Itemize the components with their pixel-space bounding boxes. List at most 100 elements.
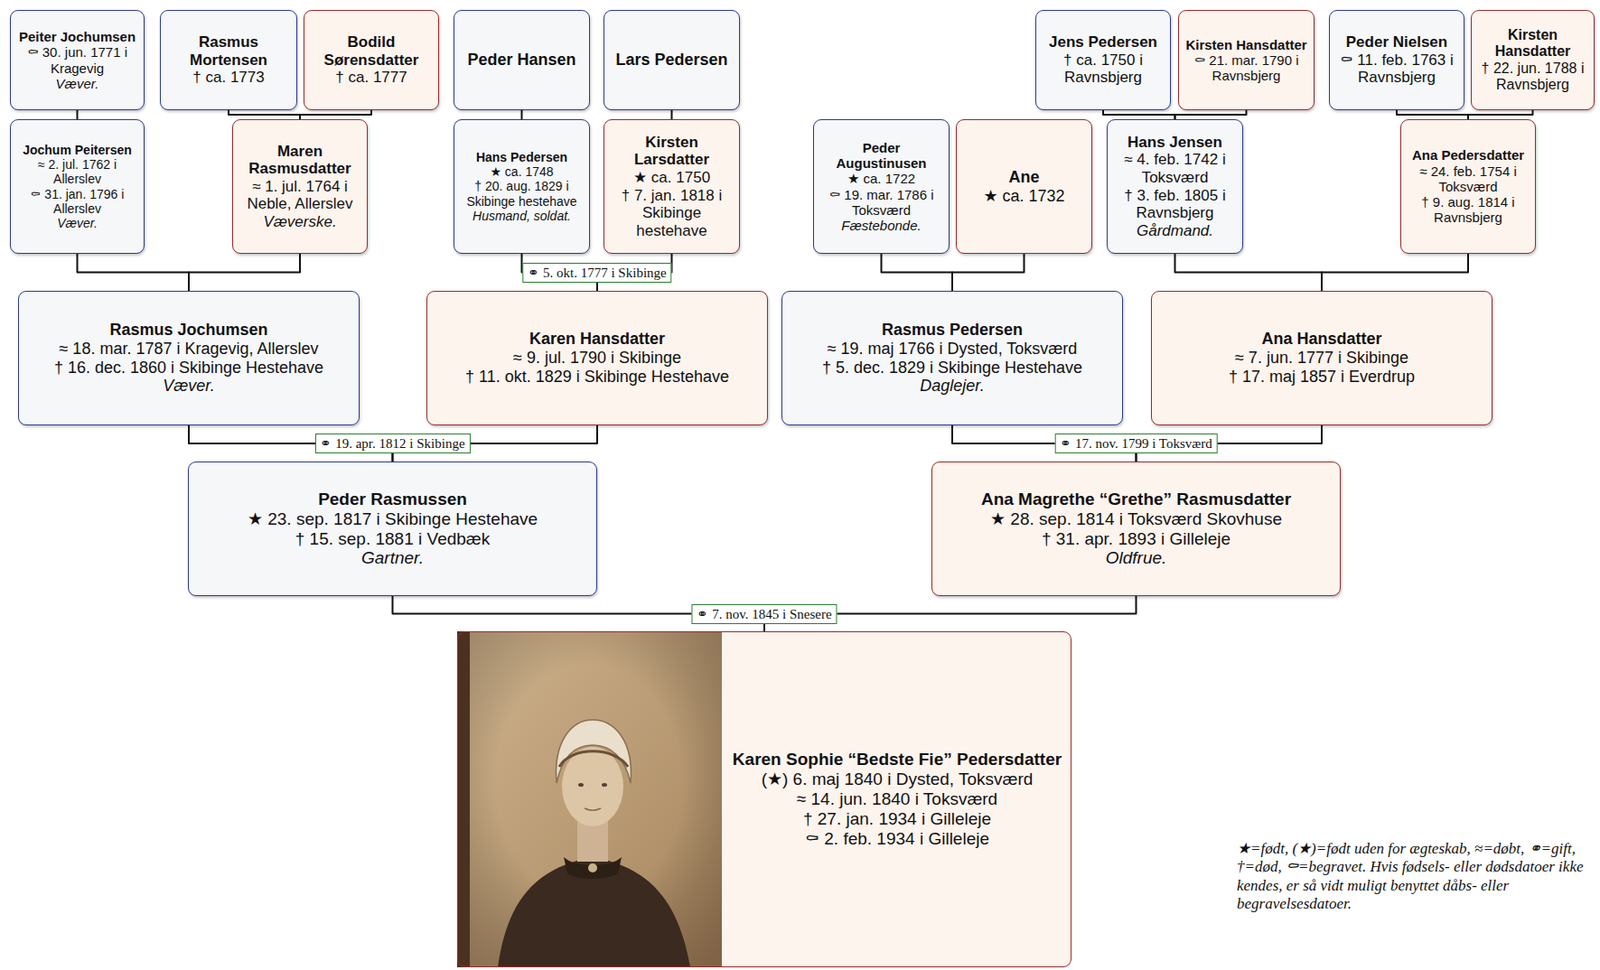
- person-name: Hans Jensen: [1113, 133, 1237, 152]
- life-event: ⚰ 19. mar. 1786 i Toksværd: [819, 187, 944, 219]
- descent-line: [299, 110, 372, 120]
- descent-line: [77, 253, 190, 291]
- person-box: Hans Jensen≈ 4. feb. 1742 i Toksværd† 3.…: [1106, 119, 1244, 254]
- life-event: ≈ 18. mar. 1787 i Kragevig, Allerslev: [24, 339, 354, 359]
- descent-line: [1468, 110, 1534, 120]
- person-name: Karen Hansdatter: [432, 329, 762, 349]
- life-event: ⚰ 30. jun. 1771 i Kragevig: [16, 44, 139, 76]
- life-event: † 15. sep. 1881 i Vedbæk: [194, 529, 591, 550]
- person-name: Ane: [962, 168, 1086, 188]
- descent-line: [76, 110, 79, 120]
- life-event: ⚰ 11. feb. 1763 i Ravnsbjerg: [1335, 51, 1459, 87]
- life-event: † 31. apr. 1893 i Gilleleje: [937, 529, 1335, 550]
- occupation: Husmand, soldat.: [459, 208, 584, 224]
- life-event: ★ 28. sep. 1814 i Toksværd Skovhuse: [937, 509, 1335, 530]
- life-event: † 27. jan. 1934 i Gilleleje: [729, 809, 1066, 830]
- person-name: Jochum Peitersen: [16, 142, 139, 158]
- person-name: Peder Nielsen: [1335, 33, 1459, 52]
- descent-line: [1175, 110, 1247, 120]
- life-event: † 5. dec. 1829 i Skibinge Hestehave: [787, 358, 1117, 378]
- life-event: ★ ca. 1750: [609, 168, 734, 188]
- occupation: Oldfrue.: [937, 548, 1335, 569]
- symbol-key: ★=født, (★)=født uden for ægteskab, ≈=dø…: [1236, 840, 1597, 915]
- occupation: Væverske.: [238, 213, 362, 232]
- person-name: Peiter Jochumsen: [16, 28, 139, 45]
- occupation: Gartner.: [194, 548, 591, 569]
- person-name: Peder Hansen: [459, 50, 584, 70]
- person-box: Lars Pedersen: [603, 9, 740, 111]
- person-name: Karen Sophie “Bedste Fie” Pedersdatter: [729, 749, 1066, 770]
- person-box: Peiter Jochumsen⚰ 30. jun. 1771 i Kragev…: [9, 9, 145, 111]
- person-box: Ane★ ca. 1732: [955, 119, 1093, 254]
- person-box: Ana Hansdatter≈ 7. jun. 1777 i Skibinge†…: [1150, 290, 1493, 426]
- person-box: Rasmus Jochumsen≈ 18. mar. 1787 i Kragev…: [18, 290, 360, 426]
- life-event: † 16. dec. 1860 i Skibinge Hestehave: [24, 358, 354, 378]
- life-event: † ca. 1773: [166, 68, 291, 87]
- life-event: ≈ 9. jul. 1790 i Skibinge: [432, 348, 762, 368]
- person-name: Jens Pedersen: [1041, 33, 1165, 52]
- life-event: † ca. 1750 i Ravnsbjerg: [1041, 51, 1165, 87]
- descent-line: [952, 253, 1025, 291]
- descent-line: [881, 253, 954, 291]
- person-box: Ana Pedersdatter≈ 24. feb. 1754 i Toksvæ…: [1400, 119, 1536, 254]
- person-box: Hans Pedersen★ ca. 1748† 20. aug. 1829 i…: [453, 119, 590, 254]
- person-box: Peder Hansen: [453, 9, 590, 111]
- life-event: ≈ 2. jul. 1762 i Allerslev: [16, 157, 139, 187]
- person-name: Ana Hansdatter: [1157, 329, 1487, 349]
- descent-line: [1396, 110, 1469, 120]
- life-event: † 20. aug. 1829 i Skibinge hestehave: [459, 178, 584, 208]
- life-event: ≈ 1. jul. 1764 i Neble, Allerslev: [238, 177, 362, 214]
- life-event: † ca. 1777: [309, 68, 433, 87]
- person-name: Kirsten Hansdatter: [1477, 27, 1589, 61]
- life-event: † 11. okt. 1829 i Skibinge Hestehave: [432, 367, 762, 387]
- person-box: Jens Pedersen† ca. 1750 i Ravnsbjerg: [1035, 9, 1171, 111]
- descent-line: [1103, 110, 1176, 120]
- life-event: † 9. aug. 1814 i Ravnsbjerg: [1406, 194, 1530, 226]
- descent-line: [521, 110, 524, 120]
- person-box: Kirsten Larsdatter★ ca. 1750† 7. jan. 18…: [603, 119, 740, 254]
- marriage-label: ⚭ 17. nov. 1799 i Toksværd: [1054, 433, 1218, 454]
- person-name: Peder Augustinusen: [819, 140, 944, 172]
- life-event: ≈ 24. feb. 1754 i Toksværd: [1406, 163, 1530, 196]
- descent-line: [1321, 253, 1469, 291]
- person-name: Ana Magrethe “Grethe” Rasmusdatter: [937, 489, 1335, 510]
- person-name: Lars Pedersen: [609, 50, 734, 70]
- person-box: Maren Rasmusdatter≈ 1. jul. 1764 i Neble…: [232, 119, 368, 254]
- life-event: ★ ca. 1722: [819, 170, 944, 187]
- person-box: Peder Nielsen⚰ 11. feb. 1763 i Ravnsbjer…: [1328, 9, 1465, 111]
- life-event: † 3. feb. 1805 i Ravnsbjerg: [1113, 187, 1237, 223]
- person-box: Peder Augustinusen★ ca. 1722⚰ 19. mar. 1…: [813, 119, 950, 254]
- marriage-label: ⚭ 7. nov. 1845 i Snesere: [691, 604, 837, 625]
- person-name: Rasmus Pedersen: [787, 320, 1117, 340]
- person-name: Maren Rasmusdatter: [238, 142, 362, 178]
- person-name: Hans Pedersen: [459, 149, 584, 165]
- marriage-label: ⚭ 5. okt. 1777 i Skibinge: [522, 262, 672, 283]
- life-event: ⚰ 21. mar. 1790 i Ravnsbjerg: [1184, 52, 1309, 85]
- person-box: Bodild Sørensdatter† ca. 1777: [303, 9, 440, 111]
- life-event: ≈ 14. jun. 1840 i Toksværd: [729, 789, 1066, 810]
- person-name: Rasmus Jochumsen: [24, 320, 354, 340]
- life-event: (★) 6. maj 1840 i Dysted, Toksværd: [729, 769, 1066, 790]
- life-event: ★ 23. sep. 1817 i Skibinge Hestehave: [194, 509, 591, 530]
- person-box: Kirsten Hansdatter⚰ 21. mar. 1790 i Ravn…: [1178, 9, 1315, 111]
- marriage-label: ⚭ 19. apr. 1812 i Skibinge: [314, 433, 470, 454]
- person-name: Kirsten Hansdatter: [1184, 37, 1309, 53]
- occupation: Væver.: [24, 376, 354, 396]
- person-box: Jochum Peitersen≈ 2. jul. 1762 i Allersl…: [9, 119, 145, 254]
- life-event: ★ ca. 1748: [459, 164, 584, 179]
- person-name: Bodild Sørensdatter: [309, 33, 433, 69]
- occupation: Fæstebonde.: [819, 217, 944, 234]
- life-event: † 22. jun. 1788 i Ravnsbjerg: [1477, 60, 1589, 94]
- person-box: Rasmus Mortensen† ca. 1773: [159, 9, 298, 111]
- occupation: Væver.: [16, 75, 139, 92]
- person-box: Karen Hansdatter≈ 9. jul. 1790 i Skibing…: [426, 290, 768, 426]
- life-event: ≈ 4. feb. 1742 i Toksværd: [1113, 150, 1237, 187]
- person-name: Ana Pedersdatter: [1406, 147, 1530, 163]
- person-box: Peder Rasmussen★ 23. sep. 1817 i Skibing…: [187, 461, 598, 597]
- person-box: Karen Sophie “Bedste Fie” Pedersdatter(★…: [457, 631, 1072, 968]
- occupation: Væver.: [16, 215, 139, 231]
- life-event: ⚰ 31. jan. 1796 i Allerslev: [16, 187, 139, 216]
- descent-line: [228, 110, 300, 120]
- person-box: Kirsten Hansdatter† 22. jun. 1788 i Ravn…: [1470, 9, 1595, 111]
- descent-line: [671, 110, 674, 120]
